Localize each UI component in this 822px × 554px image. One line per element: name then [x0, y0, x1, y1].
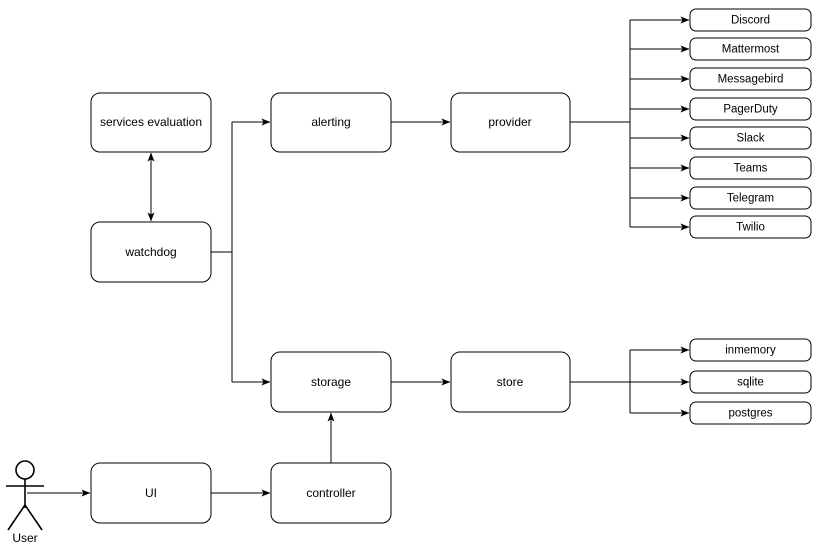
node-controller-box	[270, 462, 392, 524]
node-store-target-inmemory-label: inmemory	[725, 345, 776, 357]
node-store-label: store	[497, 375, 524, 389]
node-watchdog[interactable]: watchdog	[90, 221, 212, 283]
node-provider-target-telegram[interactable]: Telegram	[689, 186, 812, 210]
node-provider-target-messagebird-box	[689, 67, 812, 91]
node-provider-target-teams-label: Teams	[734, 163, 768, 175]
node-store-target-postgres-label: postgres	[728, 408, 772, 420]
node-provider-target-mattermost[interactable]: Mattermost	[689, 37, 812, 61]
node-store-target-sqlite-box	[689, 370, 812, 394]
node-provider-target-slack-box	[689, 126, 812, 150]
node-provider-target-twilio[interactable]: Twilio	[689, 215, 812, 239]
node-provider-target-slack-label: Slack	[736, 133, 764, 145]
node-provider-target-twilio-box	[689, 215, 812, 239]
node-provider-target-pagerduty-box	[689, 97, 812, 121]
node-alerting-box	[270, 92, 392, 153]
node-provider-target-teams[interactable]: Teams	[689, 156, 812, 180]
node-ui-label: UI	[145, 486, 157, 500]
node-provider-box	[450, 92, 571, 153]
node-store-target-inmemory[interactable]: inmemory	[689, 338, 812, 362]
node-provider-target-teams-box	[689, 156, 812, 180]
node-provider-target-telegram-label: Telegram	[727, 193, 774, 205]
user-actor[interactable]: User	[6, 460, 44, 545]
node-storage[interactable]: storage	[270, 351, 392, 413]
node-provider-target-telegram-box	[689, 186, 812, 210]
node-services-evaluation[interactable]: services evaluation	[90, 92, 212, 153]
node-alerting-label: alerting	[311, 115, 350, 129]
node-services-evaluation-box	[90, 92, 212, 153]
actor-leg-left	[7, 504, 26, 531]
node-provider-target-slack[interactable]: Slack	[689, 126, 812, 150]
node-provider-target-discord[interactable]: Discord	[689, 8, 812, 32]
node-storage-label: storage	[311, 375, 351, 389]
edges-layer	[27, 16, 690, 497]
node-store[interactable]: store	[450, 351, 571, 413]
node-provider-target-pagerduty[interactable]: PagerDuty	[689, 97, 812, 121]
actor-head-icon	[15, 460, 35, 480]
node-services-evaluation-label: services evaluation	[100, 115, 202, 129]
node-store-target-postgres-box	[689, 401, 812, 425]
node-provider-target-messagebird[interactable]: Messagebird	[689, 67, 812, 91]
node-ui-box	[90, 462, 212, 524]
node-watchdog-label: watchdog	[124, 245, 176, 259]
node-store-target-inmemory-box	[689, 338, 812, 362]
node-controller[interactable]: controller	[270, 462, 392, 524]
node-provider-target-mattermost-label: Mattermost	[722, 44, 780, 56]
node-store-target-sqlite[interactable]: sqlite	[689, 370, 812, 394]
node-controller-label: controller	[306, 486, 355, 500]
node-provider-target-pagerduty-label: PagerDuty	[723, 104, 778, 116]
node-provider-target-discord-box	[689, 8, 812, 32]
node-store-target-sqlite-label: sqlite	[737, 377, 764, 389]
node-provider-label: provider	[488, 115, 531, 129]
actor-leg-right	[24, 504, 43, 531]
node-provider-target-discord-label: Discord	[731, 15, 770, 27]
node-store-box	[450, 351, 571, 413]
node-provider-target-messagebird-label: Messagebird	[718, 74, 784, 86]
user-actor-label: User	[12, 531, 37, 545]
node-store-target-postgres[interactable]: postgres	[689, 401, 812, 425]
node-provider[interactable]: provider	[450, 92, 571, 153]
node-alerting[interactable]: alerting	[270, 92, 392, 153]
node-provider-target-mattermost-box	[689, 37, 812, 61]
node-provider-target-twilio-label: Twilio	[736, 222, 765, 234]
node-watchdog-box	[90, 221, 212, 283]
node-ui[interactable]: UI	[90, 462, 212, 524]
node-storage-box	[270, 351, 392, 413]
